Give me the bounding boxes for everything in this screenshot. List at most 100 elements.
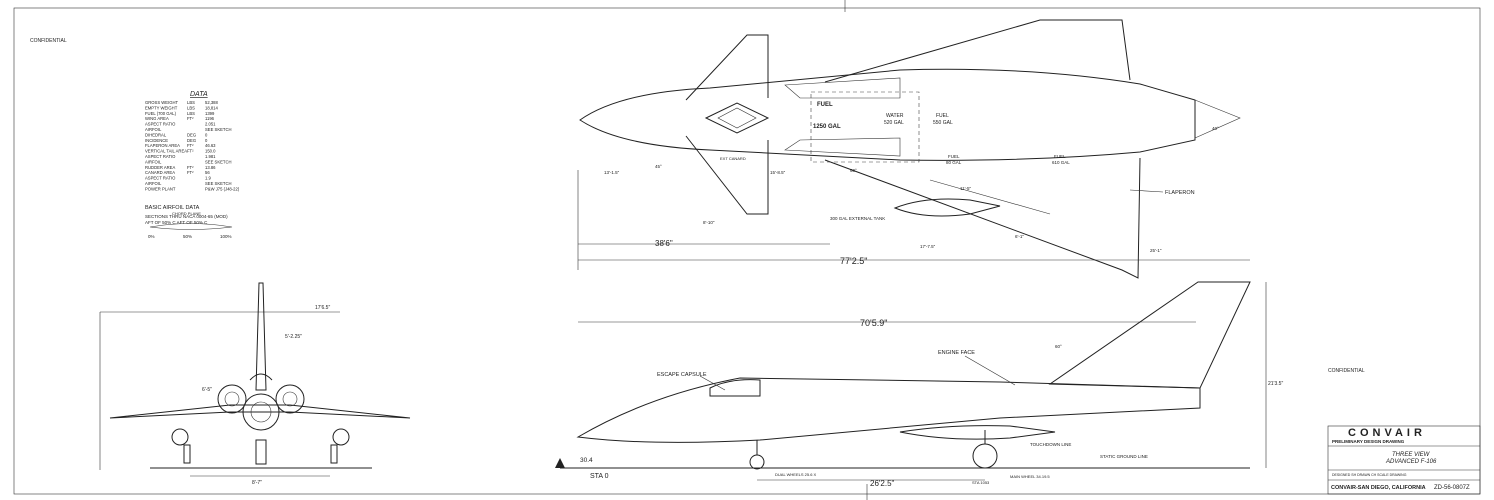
- data-row-label: AIRFOIL: [145, 127, 162, 132]
- front-dim-3: 6'-5": [202, 387, 212, 393]
- main-gear-right: [330, 444, 338, 464]
- fuselage-plan: [579, 68, 1196, 161]
- data-row-label: CANARD AREA: [145, 170, 175, 175]
- plan-dim-3: 11'-5": [960, 186, 972, 191]
- fuel-label-3: FUEL: [948, 154, 960, 159]
- data-row-unit: FT²: [187, 116, 194, 121]
- chord-mark-100: 100%: [220, 234, 232, 239]
- fuel-label-4: FUEL: [1054, 154, 1066, 159]
- data-row-label: RUDDER AREA: [145, 165, 175, 170]
- data-row-unit: FT²: [187, 165, 194, 170]
- water-label: WATER: [886, 113, 904, 119]
- title-block: CONVAIR PRELIMINARY DESIGN DRAWING THREE…: [1327, 425, 1481, 495]
- data-row-unit: FT²: [187, 170, 194, 175]
- fuel-tank-region: [810, 91, 920, 163]
- plan-dim-6: 25'-1": [1150, 248, 1162, 253]
- chord-plane-label: CHORD PLANE: [172, 211, 201, 216]
- sheet-border: [13, 7, 1481, 495]
- fuel-gal-550: 550 GAL: [933, 120, 953, 126]
- drawing-title-1: THREE VIEW: [1392, 452, 1431, 458]
- plan-dim-5: 17'-7.5": [920, 244, 936, 249]
- wing-front: [109, 404, 411, 419]
- plan-dim-1: 15'-8.5": [770, 170, 786, 175]
- data-row-value: 150.0: [205, 149, 216, 154]
- main-wheel: [972, 443, 998, 469]
- static-ground-line-label: STATIC GROUND LINE: [1100, 454, 1148, 459]
- span-dim: 38'6": [655, 239, 673, 248]
- fuel-label-2: FUEL: [936, 113, 949, 119]
- tail-angle: 40°: [1212, 126, 1219, 131]
- data-row-label: ASPECT RATIO: [145, 176, 176, 181]
- canopy-front: [249, 373, 273, 381]
- data-row-unit: FT²: [187, 149, 194, 154]
- front-height-dim: 17'6.5": [315, 305, 330, 311]
- data-row-value: 18,814: [205, 105, 218, 110]
- wl-dim: 30.4: [580, 457, 593, 464]
- vertical-tail-side: [1048, 281, 1251, 389]
- data-row-value: 1399: [205, 111, 215, 116]
- data-title: DATA: [190, 91, 208, 98]
- airfoil-title: BASIC AIRFOIL DATA: [145, 205, 200, 211]
- wing-upper: [824, 19, 1131, 83]
- data-row-label: AIRFOIL: [145, 159, 162, 164]
- tail-angle-side: 60°: [1055, 344, 1062, 349]
- data-row-value: 1196: [205, 116, 215, 121]
- data-row-value: P&W J75 (J48-22): [205, 186, 240, 191]
- length-total-dim: 77'2.5": [840, 256, 867, 266]
- data-row-label: AIRFOIL: [145, 181, 162, 186]
- external-tank-side: [899, 425, 1056, 440]
- height-dim: 21'3.5": [1268, 381, 1283, 387]
- engine-face-label: ENGINE FACE: [938, 350, 975, 356]
- data-row-unit: DEG: [187, 138, 196, 143]
- main-gear-left: [183, 444, 191, 464]
- data-row-label: VERTICAL TAIL AREA: [145, 149, 187, 154]
- data-row-label: POWER PLANT: [145, 186, 176, 191]
- airfoil-note-1: SECTIONS THRU NACA 0004-65 (MOD): [145, 214, 228, 219]
- fuel-label-1: FUEL: [817, 102, 833, 108]
- touchdown-line-label: TOUCHDOWN LINE: [1030, 442, 1071, 447]
- fuel-gal-80: 80 GAL: [946, 160, 962, 165]
- nose-wheel: [749, 454, 765, 470]
- canard-angle: 45°: [655, 164, 662, 169]
- wing-angle: 60°: [850, 168, 857, 173]
- chord-mark-0: 0%: [148, 234, 155, 239]
- data-row-value: SEE SKETCH: [205, 159, 232, 164]
- airfoil-note-2: AFT OF 50% C AFT OF 50% C: [145, 220, 208, 225]
- drawing-number: ZD-56-0807Z: [1434, 485, 1470, 491]
- tank-right: [332, 428, 350, 446]
- fuel-gal-610: 610 GAL: [1052, 160, 1070, 165]
- sta-label: STA 1053: [972, 480, 990, 485]
- main-wheel-label: MAIN WHEEL 34.19.5: [1010, 474, 1050, 479]
- side-view: 77'2.5" 70'5.9" ESCAPE CAPSULE ENGINE FA…: [555, 256, 1283, 488]
- data-row-value: SEE SKETCH: [205, 127, 232, 132]
- confidential-mark-top: CONFIDENTIAL: [30, 38, 67, 44]
- canard-upper: [685, 34, 769, 101]
- data-row-label: WING AREA: [145, 116, 169, 121]
- data-row-label: DIHEDRAL: [145, 132, 167, 137]
- escape-capsule-label: ESCAPE CAPSULE: [657, 372, 707, 378]
- drawing-title-2: ADVANCED F-106: [1385, 459, 1437, 465]
- plan-dim-2: 8'-10": [703, 220, 715, 225]
- wing-lower: [824, 157, 1141, 279]
- data-row-unit: LBS: [187, 105, 195, 110]
- canard-label: EXT CANARD: [720, 156, 746, 161]
- company-name: CONVAIR: [1348, 427, 1426, 439]
- small-row: DESIGNED SH DRAWN CH SCALE DRAWING: [1332, 473, 1407, 477]
- data-row-label: FUEL (700 GAL): [145, 111, 177, 116]
- data-row-value: SEE SKETCH: [205, 181, 232, 186]
- external-tank-plan: [893, 198, 1001, 217]
- canard-lower: [685, 135, 769, 215]
- canopy-side: [709, 379, 761, 397]
- data-row-unit: DEG: [187, 132, 196, 137]
- data-row-value: 56: [205, 170, 210, 175]
- plan-view: FUEL 1250 GAL WATER 520 GAL FUEL 550 GAL…: [577, 19, 1241, 279]
- fuselage-side: [576, 377, 1201, 443]
- data-row-value: 1.9: [205, 176, 211, 181]
- nose-wheels-label: DUAL WHEELS 25.6 X: [775, 472, 817, 477]
- data-row-label: GROSS WEIGHT: [145, 100, 178, 105]
- data-row-label: EMPTY WEIGHT: [145, 105, 178, 110]
- data-row-unit: FT²: [187, 143, 194, 148]
- data-row-value: 2.051: [205, 122, 216, 127]
- city-label: CONVAIR-SAN DIEGO, CALIFORNIA: [1331, 485, 1426, 491]
- data-row-label: FLAPERON AREA: [145, 143, 180, 148]
